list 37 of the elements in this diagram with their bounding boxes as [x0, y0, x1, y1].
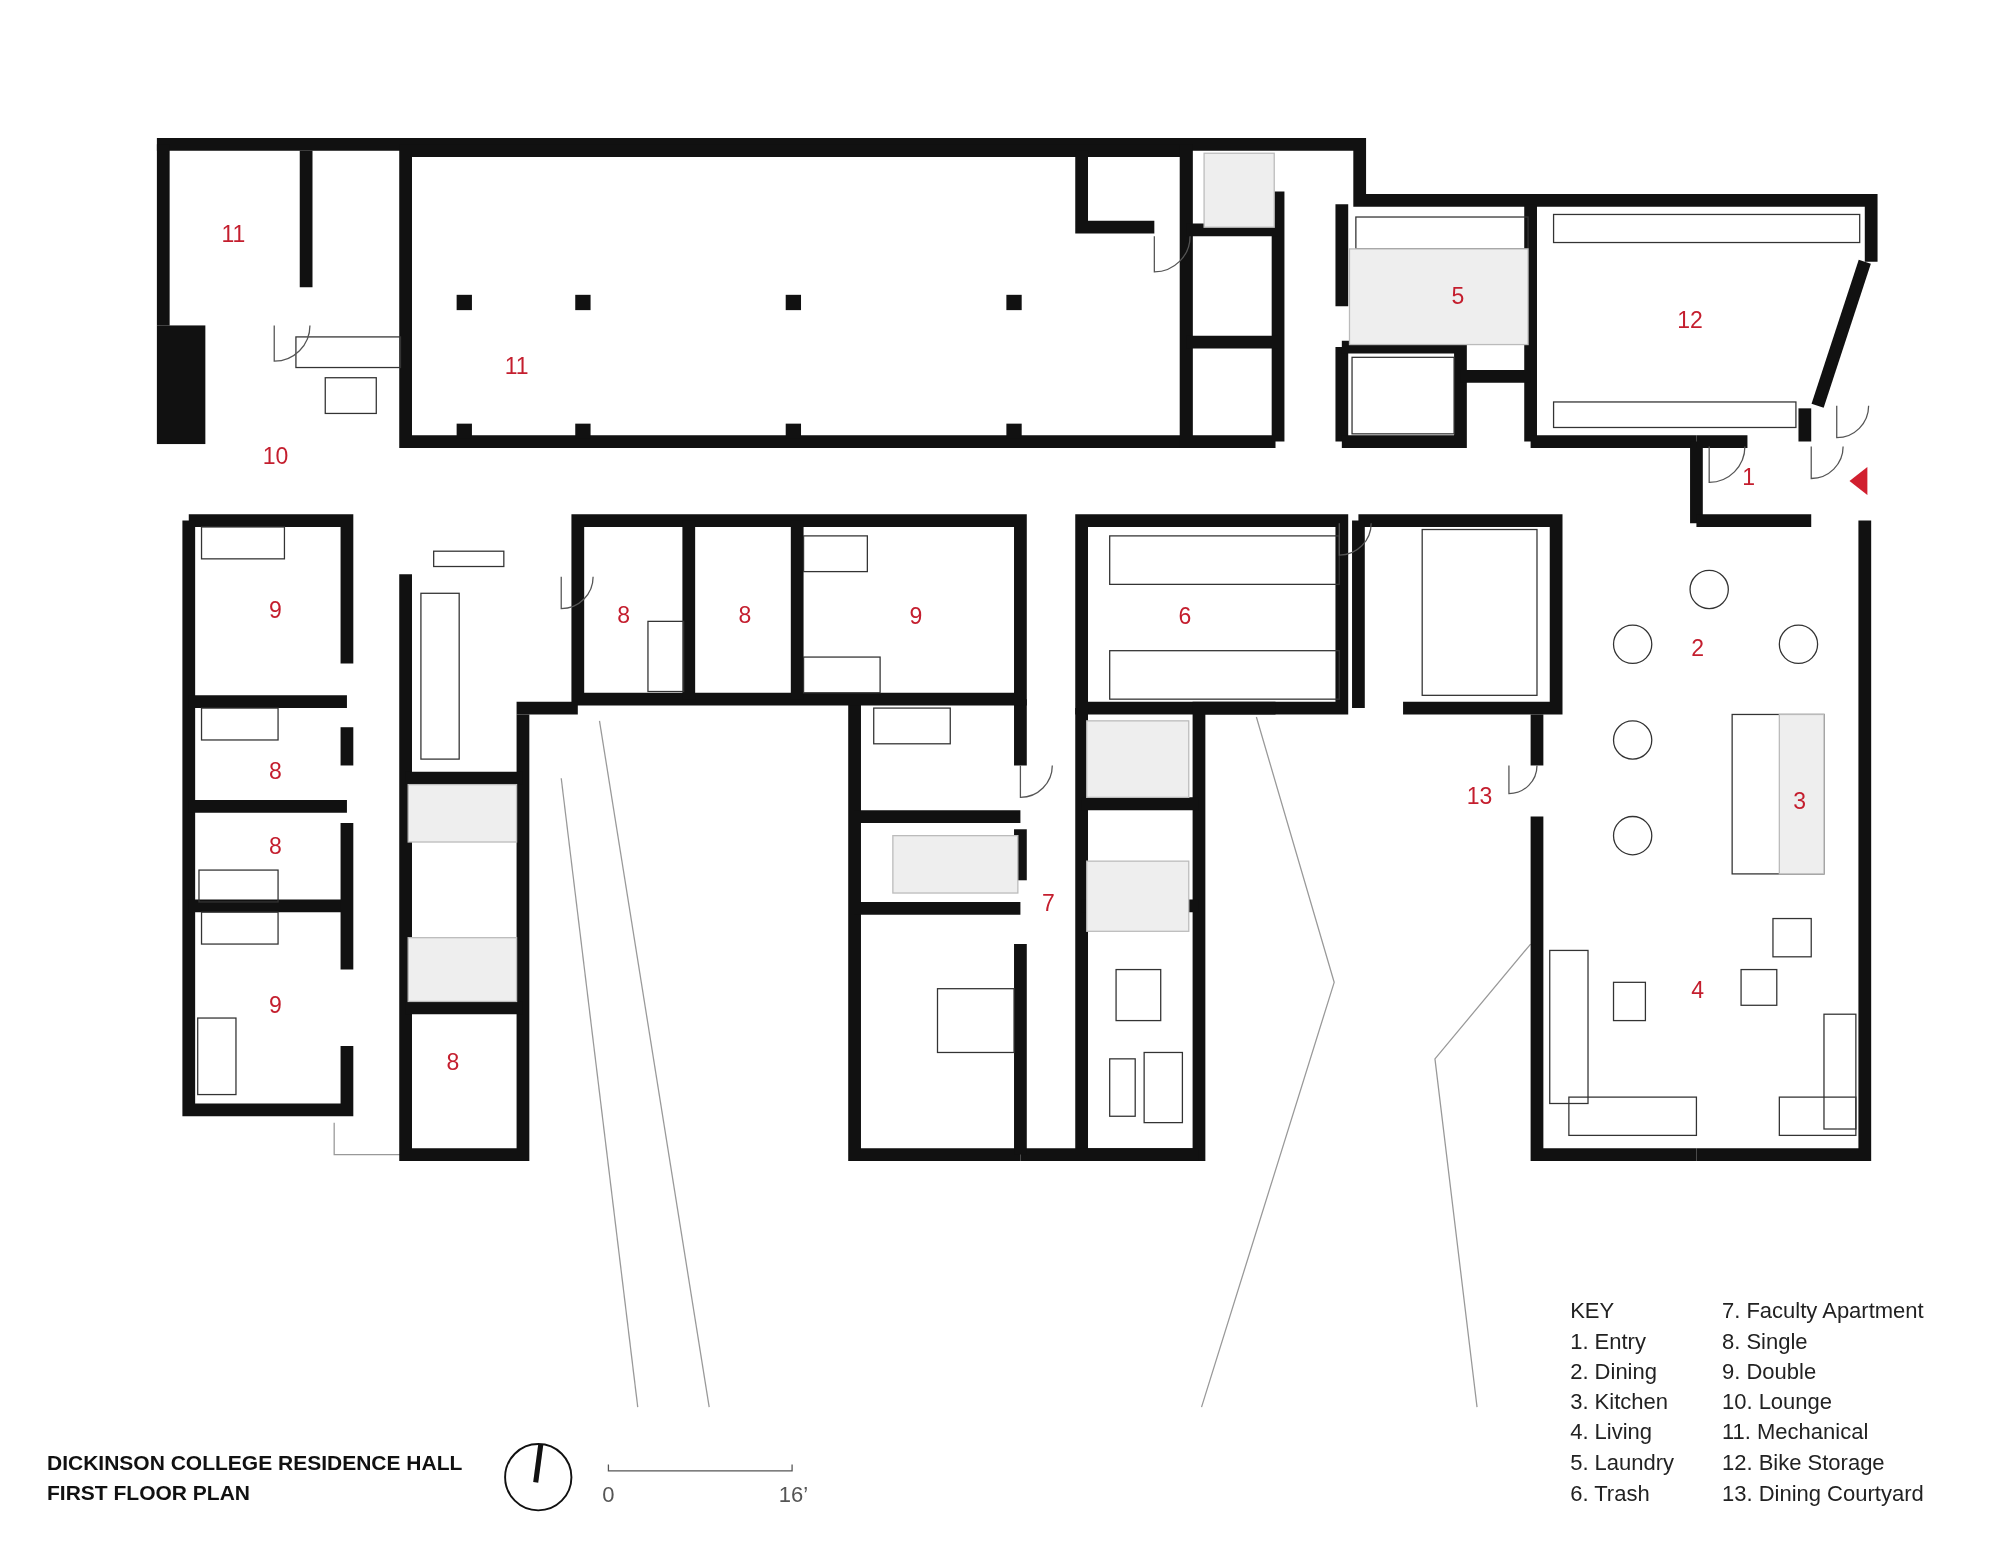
key-item: 10. Lounge	[1721, 1389, 1833, 1414]
room-number: 8	[269, 759, 282, 785]
room-number: 9	[269, 598, 282, 624]
key-item: 5. Laundry	[1570, 1450, 1675, 1476]
room-number: 3	[1793, 789, 1807, 815]
room-number: 8	[446, 1049, 460, 1076]
room-number: 10	[262, 444, 289, 470]
key-item: 8. Single	[1721, 1329, 1808, 1354]
key-item: 9. Double	[1721, 1360, 1817, 1385]
key-item: 3. Kitchen	[1570, 1389, 1668, 1414]
room-number: 12	[1677, 308, 1703, 335]
key-item: 7. Faculty Apartment	[1721, 1299, 1924, 1324]
key-item: 1. Entry	[1570, 1329, 1646, 1354]
room-number: 8	[269, 834, 282, 860]
room-number: 13	[1466, 784, 1493, 810]
scale-label: 16’	[778, 1482, 809, 1507]
room-number: 9	[909, 604, 923, 630]
room-number: 5	[1451, 284, 1465, 310]
room-number: 8	[738, 603, 752, 629]
room-number: 6	[1178, 604, 1192, 630]
key-item: 6. Trash	[1570, 1481, 1650, 1506]
room-number: 11	[221, 222, 246, 248]
key-heading: KEY	[1570, 1299, 1615, 1324]
room-number: 1	[1742, 465, 1756, 491]
plan-title: DICKINSON COLLEGE RESIDENCE HALL FIRST FLOOR PLAN	[47, 1450, 463, 1507]
key-item: 13. Dining Courtyard	[1721, 1481, 1924, 1506]
key-item: 2. Dining	[1570, 1360, 1657, 1385]
room-number: 7	[1042, 891, 1055, 917]
room-number: 9	[269, 993, 282, 1019]
room-number: 4	[1691, 978, 1705, 1004]
room-number: 2	[1691, 636, 1705, 662]
key-item: 12. Bike Storage	[1721, 1450, 1885, 1476]
key-item: 4. Living	[1570, 1420, 1653, 1445]
scale-label: 0	[602, 1482, 615, 1507]
room-number: 8	[617, 603, 631, 629]
key-item: 11. Mechanical	[1721, 1420, 1869, 1445]
room-number: 11	[504, 354, 529, 380]
